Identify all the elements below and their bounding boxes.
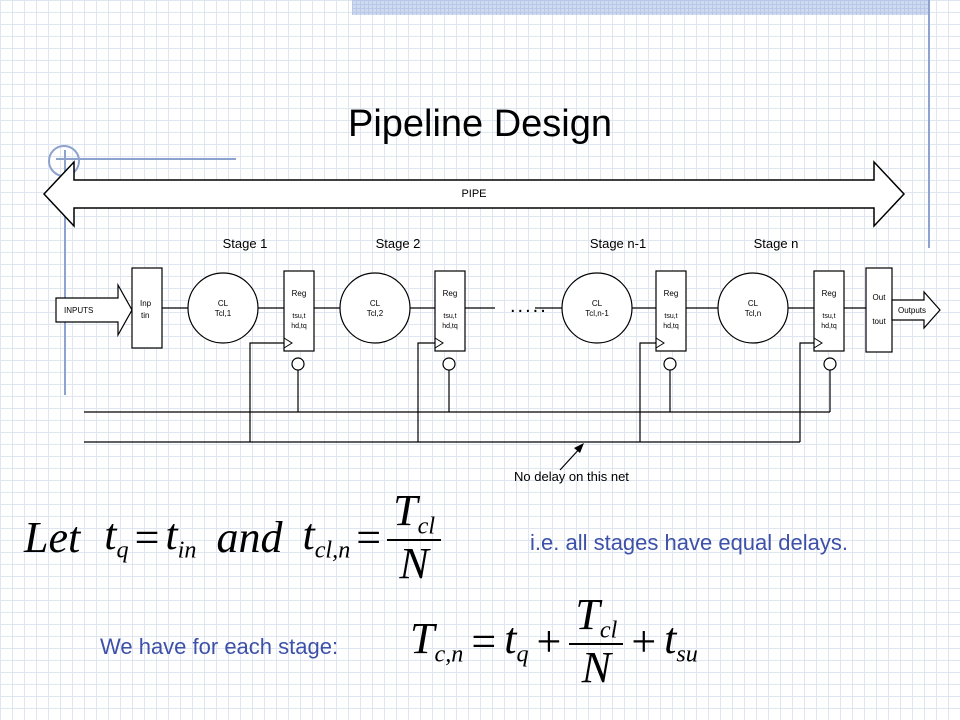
stage-label-n: Stage n bbox=[754, 236, 799, 251]
cl-circle-n bbox=[717, 272, 789, 344]
outputs-arrow bbox=[891, 290, 941, 330]
output-block-line1: Out bbox=[873, 293, 887, 302]
register-n bbox=[813, 270, 845, 352]
stage-ellipsis: ..... bbox=[510, 295, 548, 317]
eq1-tin: t bbox=[165, 509, 178, 559]
reg-n-line3: hd,tq bbox=[821, 323, 837, 330]
input-block bbox=[131, 267, 163, 349]
output-block bbox=[865, 267, 893, 353]
eq2-lead: We have for each stage: bbox=[100, 634, 339, 659]
net-note: No delay on this net bbox=[514, 469, 629, 484]
equation-stage-time: Tc,n = tq + Tcl N + tsu bbox=[410, 590, 698, 692]
eq1-tq: t bbox=[104, 509, 117, 559]
reg-1-line2: tsu,t bbox=[292, 313, 305, 320]
reg-1-clock-bubble bbox=[291, 357, 305, 371]
eq2-frac-den: N bbox=[581, 642, 612, 692]
reg-n-clock-bubble bbox=[823, 357, 837, 371]
eq1-frac-den: N bbox=[399, 538, 429, 588]
cl-circle-n-1 bbox=[561, 272, 633, 344]
eq2-plus-2: + bbox=[631, 616, 657, 666]
stage-label-2: Stage 2 bbox=[376, 236, 421, 251]
pipe-arrow bbox=[42, 160, 906, 228]
cl-n-1-line2: Tcl,n-1 bbox=[585, 309, 609, 318]
cl-2-line1: CL bbox=[370, 299, 381, 308]
cl-n-line2: Tcl,n bbox=[745, 309, 761, 318]
reg-2-line2: tsu,t bbox=[443, 313, 456, 320]
reg-n-1-line3: hd,tq bbox=[663, 323, 679, 330]
eq2-t2-sub: su bbox=[676, 640, 698, 668]
eq1-let: Let bbox=[24, 512, 81, 562]
eq1-tcl: t bbox=[302, 509, 315, 559]
reg-n-line2: tsu,t bbox=[822, 313, 835, 320]
eq1-equals-1: = bbox=[134, 512, 160, 562]
eq1-and: and bbox=[216, 512, 283, 562]
cl-circle-2 bbox=[339, 272, 411, 344]
cl-1-line1: CL bbox=[218, 299, 229, 308]
reg-n-1-line2: tsu,t bbox=[664, 313, 677, 320]
register-2 bbox=[434, 270, 466, 352]
reg-2-line3: hd,tq bbox=[442, 323, 458, 330]
inputs-label: INPUTS bbox=[64, 306, 93, 315]
eq2-frac-num-sub: cl bbox=[599, 616, 618, 644]
equation-let: Let tq = tin and tcl,n = Tcl N bbox=[24, 486, 442, 588]
stage-label-1: Stage 1 bbox=[223, 236, 268, 251]
pipe-label: PIPE bbox=[461, 188, 486, 200]
reg-2-clock-marker bbox=[434, 337, 444, 349]
eq1-equals-2: = bbox=[356, 512, 382, 562]
register-n-1 bbox=[655, 270, 687, 352]
reg-n-1-line1: Reg bbox=[664, 289, 679, 298]
reg-1-line1: Reg bbox=[292, 289, 307, 298]
eq1-fraction: Tcl N bbox=[387, 486, 442, 588]
reg-2-clock-bubble bbox=[442, 357, 456, 371]
eq2-lhs: T bbox=[410, 613, 435, 663]
wires bbox=[84, 307, 866, 471]
eq2-lhs-sub: c,n bbox=[434, 640, 464, 668]
input-block-line2: tin bbox=[141, 311, 149, 320]
net-pointer-arrowhead bbox=[574, 443, 584, 453]
stage-label-n-1: Stage n-1 bbox=[590, 236, 646, 251]
decor-line-left bbox=[64, 150, 66, 395]
eq1-tcl-sub: cl,n bbox=[314, 536, 351, 564]
decor-line-horizontal bbox=[56, 158, 236, 160]
reg-n-clock-marker bbox=[813, 337, 823, 349]
outputs-label: Outputs bbox=[898, 306, 926, 315]
eq2-fraction: Tcl N bbox=[569, 590, 624, 692]
inputs-arrow bbox=[55, 282, 133, 338]
reg-n-1-clock-marker bbox=[655, 337, 665, 349]
eq1-tq-sub: q bbox=[116, 536, 129, 564]
top-decor-band bbox=[352, 0, 928, 15]
eq2-t2: t bbox=[664, 613, 677, 663]
eq2-t1: t bbox=[504, 613, 517, 663]
cl-2-line2: Tcl,2 bbox=[367, 309, 384, 318]
cl-n-1-line1: CL bbox=[592, 299, 603, 308]
eq1-frac-num-sub: cl bbox=[417, 512, 436, 540]
output-block-line2: tout bbox=[872, 317, 886, 326]
reg-1-line3: hd,tq bbox=[291, 323, 307, 330]
input-block-line1: Inp bbox=[140, 299, 152, 308]
cl-n-line1: CL bbox=[748, 299, 759, 308]
eq2-frac-num: T bbox=[575, 590, 600, 639]
cl-circle-1 bbox=[187, 272, 259, 344]
eq2-equals: = bbox=[471, 616, 497, 666]
cl-1-line2: Tcl,1 bbox=[215, 309, 232, 318]
reg-n-1-clock-bubble bbox=[663, 357, 677, 371]
reg-1-clock-marker bbox=[283, 337, 293, 349]
eq1-frac-num: T bbox=[393, 486, 418, 535]
reg-2-line1: Reg bbox=[443, 289, 458, 298]
eq1-tin-sub: in bbox=[177, 536, 197, 564]
reg-n-line1: Reg bbox=[822, 289, 837, 298]
register-1 bbox=[283, 270, 315, 352]
eq2-t1-sub: q bbox=[516, 640, 529, 668]
eq1-note: i.e. all stages have equal delays. bbox=[530, 530, 848, 555]
slide-title: Pipeline Design bbox=[347, 103, 613, 145]
decor-line-right bbox=[928, 0, 930, 248]
eq2-plus-1: + bbox=[536, 616, 562, 666]
